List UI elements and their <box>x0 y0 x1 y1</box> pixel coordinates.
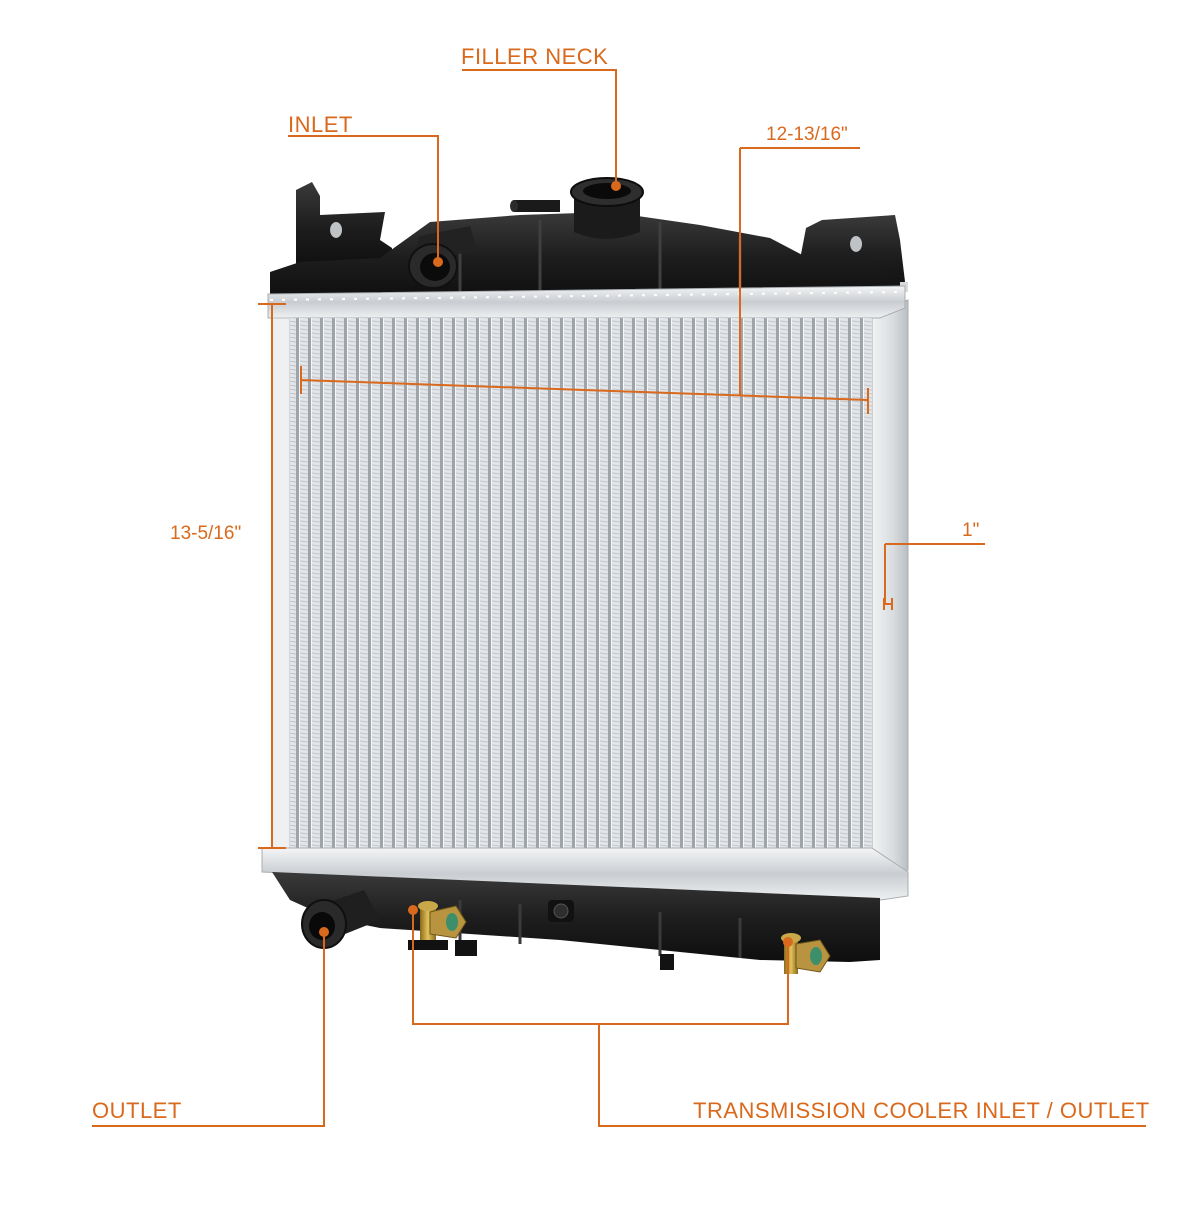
fin-core <box>271 317 872 849</box>
upper-header-rail <box>267 285 906 319</box>
width-dimension-ticks <box>300 366 869 414</box>
filler-neck-leader <box>462 69 617 186</box>
left-side-rail <box>271 317 291 849</box>
drain-petcock-icon <box>553 903 569 919</box>
outlet-label: OUTLET <box>92 1098 182 1123</box>
lower-tank-body <box>272 872 880 962</box>
overflow-nipple <box>514 200 560 212</box>
trans-cooler-leader <box>598 1024 1146 1127</box>
fin-tubes <box>290 318 872 848</box>
inlet-label: INLET <box>288 112 353 137</box>
width-dimension-label: 12-13/16" <box>766 124 848 145</box>
thickness-ticks <box>883 598 893 610</box>
filler-neck-label: FILLER NECK <box>461 44 609 69</box>
filler-neck-body <box>574 196 640 239</box>
height-dimension-ticks <box>258 303 286 849</box>
height-dimension-label: 13-5/16" <box>170 523 242 544</box>
inlet-leader <box>288 135 439 262</box>
callout-lines <box>92 69 1146 1127</box>
tank-ribs <box>458 220 742 296</box>
lower-mount-peg <box>660 954 674 970</box>
thickness-dimension-label: 1" <box>962 520 980 541</box>
left-mount-bracket <box>296 182 392 270</box>
thickness-leader <box>884 543 985 604</box>
lower-mount-peg <box>455 940 477 956</box>
lower-header-rail <box>261 847 909 901</box>
right-bracket-hole <box>850 236 863 252</box>
left-bracket-hole <box>330 222 343 238</box>
upper-tank <box>270 177 908 300</box>
trans-cooler-label: TRANSMISSION COOLER INLET / OUTLET <box>693 1098 1150 1123</box>
width-leader <box>739 147 860 396</box>
outlet-leader <box>92 932 325 1127</box>
width-dimension-line <box>300 379 869 401</box>
trans-cooler-bracket <box>412 910 789 1025</box>
callout-dots <box>319 181 793 947</box>
core-side-panel <box>871 299 909 889</box>
trans-cooler-fitting-left <box>408 901 467 950</box>
